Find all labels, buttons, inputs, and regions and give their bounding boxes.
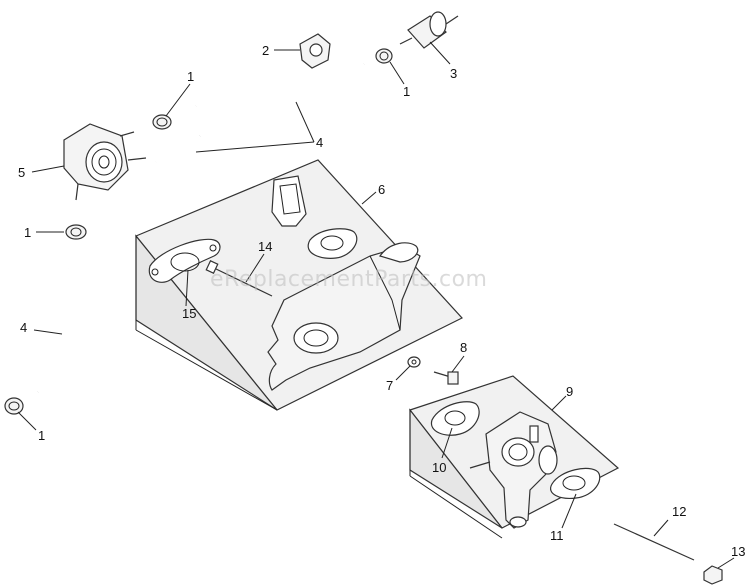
callout-15: 15: [182, 306, 196, 321]
stud-12: [613, 523, 695, 561]
callout-12: 12: [672, 504, 686, 519]
hose-clamp-bottom: [4, 397, 24, 415]
shield-bracket: [271, 175, 307, 227]
callout-9: 9: [566, 384, 573, 399]
callout-10: 10: [432, 460, 446, 475]
fuel-filter: [399, 11, 459, 49]
fuel-hose-short: [155, 133, 204, 167]
nut-13: [703, 565, 723, 585]
gasket-left: [148, 238, 221, 283]
heat-shield: [267, 242, 421, 391]
callout-6: 6: [378, 182, 385, 197]
hose-clamp-top: [152, 114, 172, 130]
callout-13: 13: [731, 544, 745, 559]
fuel-hose-upper: [194, 59, 366, 111]
callout-14: 14: [258, 239, 272, 254]
bolt-14: [205, 259, 273, 297]
callout-3: 3: [450, 66, 457, 81]
callout-8: 8: [460, 340, 467, 355]
callout-1: 1: [187, 69, 194, 84]
callout-11: 11: [550, 528, 564, 543]
callout-1: 1: [38, 428, 45, 443]
carb-gasket-right: [550, 467, 601, 499]
hose-clamp-filter: [375, 48, 393, 64]
callout-5: 5: [18, 165, 25, 180]
leader-lines: [17, 41, 735, 569]
callout-7: 7: [386, 378, 393, 393]
carb-gasket-left: [430, 401, 480, 436]
clip-bracket: [299, 33, 331, 69]
gasket-right: [307, 228, 358, 259]
callout-2: 2: [262, 43, 269, 58]
carburetor: [469, 411, 558, 529]
callout-1: 1: [24, 225, 31, 240]
fuel-pump: [63, 123, 147, 201]
hose-clamp-mid: [65, 224, 87, 240]
callout-4: 4: [20, 320, 27, 335]
fuel-hose-lower: [34, 267, 74, 396]
bolt-8: [433, 371, 459, 385]
watermark: eReplacementParts.com: [210, 267, 487, 292]
callout-4: 4: [316, 135, 323, 150]
callout-1: 1: [403, 84, 410, 99]
washer-7: [407, 356, 421, 368]
